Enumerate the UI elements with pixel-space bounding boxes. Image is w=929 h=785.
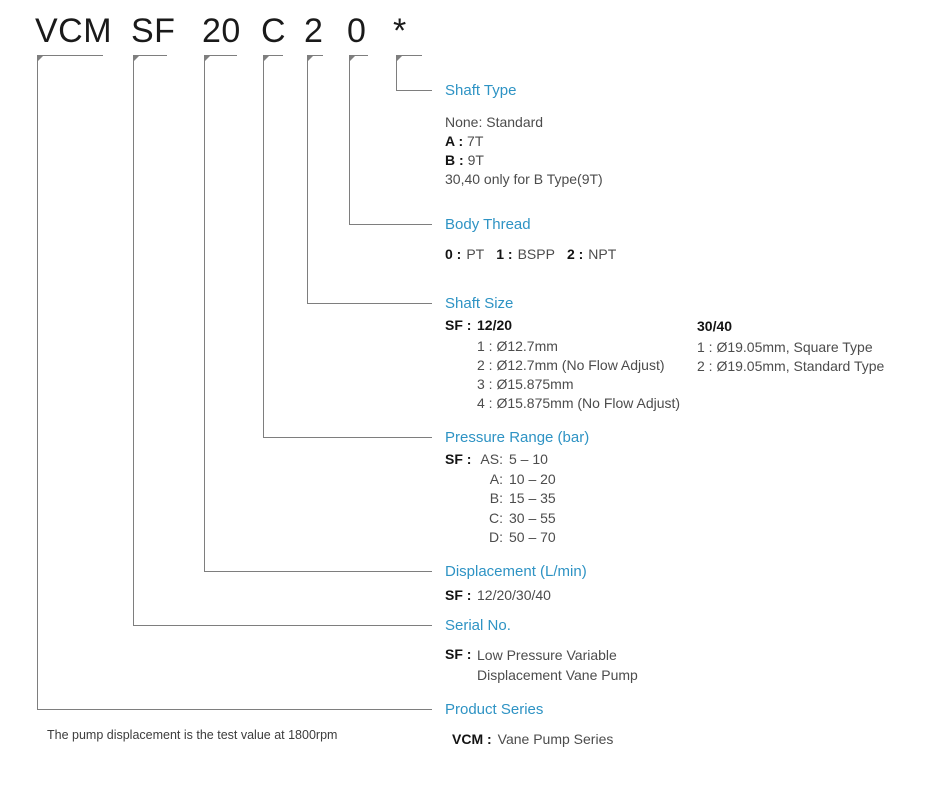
shafttype-connector-underline xyxy=(396,55,422,56)
shaft-size-left-item-4: 4 : Ø15.875mm (No Flow Adjust) xyxy=(477,395,681,411)
product-series-label: Product Series xyxy=(445,701,544,718)
code-segment-star: * xyxy=(393,12,407,50)
pressure-range-item-a: A: 10 – 20 xyxy=(477,470,556,490)
bodythread-connector-vertical xyxy=(349,55,350,224)
pressure-range-item-c-value: 30 – 55 xyxy=(509,509,556,526)
vcm-connector-underline xyxy=(37,55,103,56)
body-thread-opt1-value: PT xyxy=(466,246,485,262)
shaft-size-left-item-3: 3 : Ø15.875mm xyxy=(477,376,574,392)
shaft-type-option-a-value: 7T xyxy=(467,133,484,149)
pressure-range-item-a-key: A: xyxy=(489,470,503,487)
shaft-type-option-none: None: Standard xyxy=(445,114,544,130)
pressure-range-item-d-value: 50 – 70 xyxy=(509,529,556,545)
shaft-type-option-b: B : 9T xyxy=(445,151,603,170)
shaft-size-right-item-2: 2 : Ø19.05mm, Standard Type xyxy=(697,358,885,374)
shaft-type-option-a-key: A : xyxy=(445,133,464,149)
shaft-size-right-item-1: 1 : Ø19.05mm, Square Type xyxy=(697,339,873,355)
displacement-label: Displacement (L/min) xyxy=(445,563,587,580)
shafttype-connector-corner xyxy=(396,55,403,62)
disp-connector-vertical xyxy=(204,55,205,571)
sf-connector-corner xyxy=(133,55,140,62)
pressure-range-item-a-value: 10 – 20 xyxy=(509,470,556,487)
shaft-type-label: Shaft Type xyxy=(445,82,517,99)
disp-connector-horizontal xyxy=(204,571,432,572)
shaft-size-left-items: 1 : Ø12.7mm 2 : Ø12.7mm (No Flow Adjust)… xyxy=(477,337,680,413)
pressure-range-item-as-value: 5 – 10 xyxy=(509,451,548,467)
pressure-connector-vertical xyxy=(263,55,264,437)
body-thread-opt2-value: BSPP xyxy=(517,246,555,262)
shaft-size-left-header-key: SF : xyxy=(445,317,472,333)
serial-no-value-line1: Low Pressure Variable xyxy=(477,647,617,663)
body-thread-opt2-key: 1 : xyxy=(496,246,513,262)
vcm-connector-horizontal xyxy=(37,709,432,710)
footnote: The pump displacement is the test value … xyxy=(47,728,338,742)
shaft-type-option-b-value: 9T xyxy=(467,152,484,168)
shaft-type-option-a: A : 7T xyxy=(445,132,603,151)
bodythread-connector-underline xyxy=(349,55,368,56)
vcm-connector-vertical xyxy=(37,55,38,709)
displacement-prefix: SF : xyxy=(445,587,472,603)
shaftsize-connector-underline xyxy=(307,55,323,56)
pressure-range-item-as-key: AS: xyxy=(480,451,503,467)
serial-no-prefix: SF : xyxy=(445,646,472,662)
shaft-size-label: Shaft Size xyxy=(445,295,514,312)
product-series-value: Vane Pump Series xyxy=(497,731,614,747)
shaftsize-connector-horizontal xyxy=(307,303,432,304)
shaft-size-right-items: 1 : Ø19.05mm, Square Type 2 : Ø19.05mm, … xyxy=(697,338,884,376)
pressure-range-item-c: C: 30 – 55 xyxy=(477,509,556,529)
shafttype-connector-vertical xyxy=(396,55,397,90)
sf-connector-horizontal xyxy=(133,625,432,626)
code-segment-2: 2 xyxy=(304,12,324,50)
shaftsize-connector-corner xyxy=(307,55,314,62)
pressure-range-item-c-key: C: xyxy=(489,509,503,526)
body-thread-opt3-key: 2 : xyxy=(566,246,584,262)
pressure-range-item-b: B: 15 – 35 xyxy=(477,489,556,509)
bodythread-connector-horizontal xyxy=(349,224,432,225)
body-thread-options: 0 :PT 1 :BSPP 2 :NPT xyxy=(445,245,616,264)
shafttype-connector-horizontal xyxy=(396,90,432,91)
shaft-size-left-item-1: 1 : Ø12.7mm xyxy=(477,338,558,354)
code-segment-0: 0 xyxy=(347,12,367,50)
serial-no-label: Serial No. xyxy=(445,617,511,634)
sf-connector-underline xyxy=(133,55,167,56)
pressure-range-item-d-key: D: xyxy=(489,529,503,545)
shaft-size-left-header-value: 12/20 xyxy=(477,317,513,333)
body-thread-label: Body Thread xyxy=(445,216,531,233)
vcm-connector-corner xyxy=(37,55,44,62)
code-segment-sf: SF xyxy=(131,12,176,50)
shaft-type-option-b-key: B : xyxy=(445,152,464,168)
pressure-range-items: AS:5 – 10 A:10 – 20 B:15 – 35 C:30 – 55 … xyxy=(477,450,556,548)
shaft-size-left-item-2: 2 : Ø12.7mm (No Flow Adjust) xyxy=(477,357,665,373)
sf-connector-vertical xyxy=(133,55,134,625)
serial-no-value: Low Pressure Variable Displacement Vane … xyxy=(477,645,638,685)
serial-no-value-line2: Displacement Vane Pump xyxy=(477,667,638,683)
pressure-range-item-b-value: 15 – 35 xyxy=(509,490,556,506)
shaft-type-options: None: Standard A : 7T B : 9T 30,40 only … xyxy=(445,113,603,189)
displacement-value: 12/20/30/40 xyxy=(477,587,551,603)
pressure-range-item-as: AS: 5 – 10 xyxy=(477,450,556,470)
pressure-range-item-d: D: 50 – 70 xyxy=(477,528,556,548)
body-thread-opt1-key: 0 : xyxy=(445,246,462,262)
pressure-range-label: Pressure Range (bar) xyxy=(445,429,590,446)
product-series-row: VCM : Vane Pump Series xyxy=(452,730,613,749)
body-thread-opt3-value: NPT xyxy=(588,246,617,262)
shaft-type-note: 30,40 only for B Type(9T) xyxy=(445,171,603,187)
disp-connector-underline xyxy=(204,55,237,56)
pressure-connector-corner xyxy=(263,55,270,62)
pressure-connector-horizontal xyxy=(263,437,432,438)
code-segment-c: C xyxy=(261,12,287,50)
shaft-size-right-header: 30/40 xyxy=(697,318,733,334)
code-segment-20: 20 xyxy=(202,12,241,50)
disp-connector-corner xyxy=(204,55,211,62)
pressure-connector-underline xyxy=(263,55,283,56)
product-series-prefix: VCM : xyxy=(452,731,492,747)
pressure-range-prefix: SF : xyxy=(445,451,472,467)
pressure-range-item-b-key: B: xyxy=(489,490,503,506)
bodythread-connector-corner xyxy=(349,55,356,62)
code-segment-vcm: VCM xyxy=(35,12,113,50)
shaftsize-connector-vertical xyxy=(307,55,308,303)
